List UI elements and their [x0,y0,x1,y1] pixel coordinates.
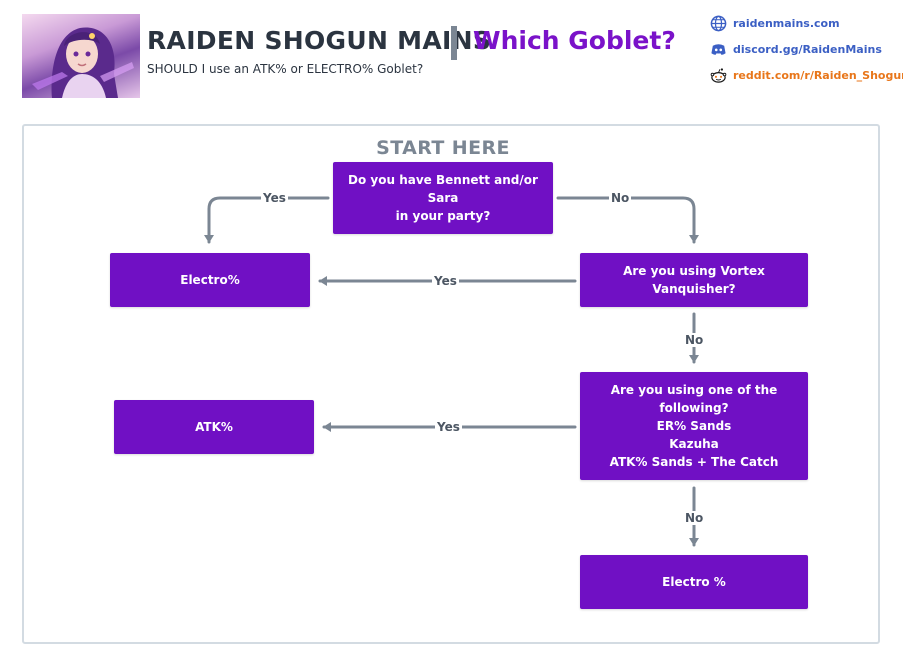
page-question: Which Goblet? [473,26,676,55]
edge-q1-yes [204,196,330,244]
edge-label-no: No [609,191,632,205]
edge-label-no: No [683,333,706,347]
title-divider [451,26,457,60]
reddit-icon [710,67,727,83]
question-bennett-sara: Do you have Bennett and/or Sara in your … [333,162,553,234]
reddit-link[interactable]: reddit.com/r/Raiden_Shogun [710,66,903,84]
node-line: Do you have Bennett and/or Sara [348,173,538,205]
result-electro-goblet-final: Electro % [580,555,808,609]
node-line: in your party? [395,209,491,223]
question-vortex-vanquisher: Are you using Vortex Vanquisher? [580,253,808,307]
question-following-items: Are you using one of the following? ER% … [580,372,808,480]
discord-link-text: discord.gg/RaidenMains [733,42,882,56]
edge-label-yes: Yes [432,274,459,288]
edge-label-yes: Yes [435,420,462,434]
social-links: raidenmains.com discord.gg/RaidenMains r… [710,14,903,92]
node-line: ATK% [195,420,233,434]
page-subtitle: SHOULD I use an ATK% or ELECTRO% Goblet? [147,62,424,76]
reddit-link-text: reddit.com/r/Raiden_Shogun [733,68,903,82]
result-atk-goblet: ATK% [114,400,314,454]
discord-icon [711,43,726,55]
node-line: Electro % [662,575,726,589]
node-line: Electro% [180,273,240,287]
edge-q1-no [556,196,699,244]
node-line: Kazuha [669,437,719,451]
discord-link[interactable]: discord.gg/RaidenMains [710,40,903,58]
page-title: RAIDEN SHOGUN MAINS [147,26,492,55]
website-link[interactable]: raidenmains.com [710,14,903,32]
result-electro-goblet: Electro% [110,253,310,307]
node-line: Are you using one of the following? [610,383,778,415]
flowchart-panel [22,124,880,644]
edge-label-no: No [683,511,706,525]
edge-label-yes: Yes [261,191,288,205]
node-line: ATK% Sands + The Catch [609,455,779,469]
avatar [22,14,140,98]
node-line: ER% Sands [656,419,732,433]
start-label: START HERE [376,137,510,159]
node-line: Are you using Vortex Vanquisher? [623,264,765,296]
website-link-text: raidenmains.com [733,16,840,30]
globe-icon [710,15,727,31]
character-portrait [32,27,134,98]
